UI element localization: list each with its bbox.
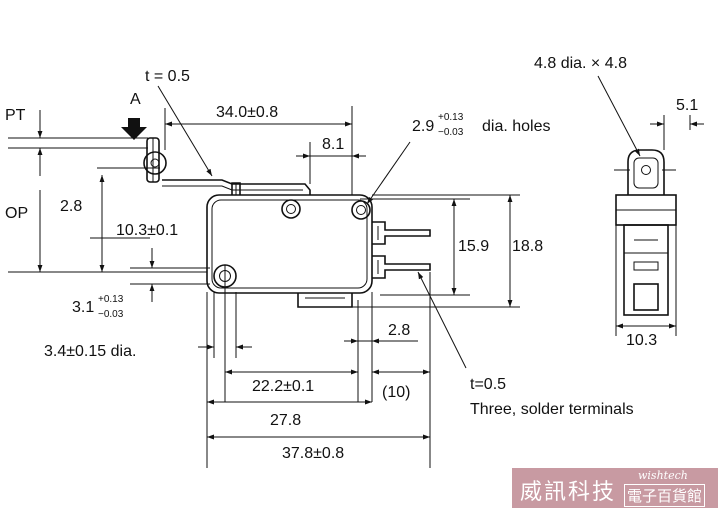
- lever-roller: [121, 118, 311, 195]
- side-view: [597, 75, 704, 336]
- right-dimensions: [352, 194, 520, 369]
- label-t-top: t = 0.5: [145, 68, 190, 85]
- watermark: [512, 468, 718, 508]
- label-t-terminal: t=0.5: [470, 376, 506, 393]
- label-dim-2-8-left: 2.8: [60, 198, 82, 215]
- label-dim-3-1: 3.1: [72, 299, 94, 316]
- bottom-dimensions: [198, 265, 431, 468]
- label-hole-base: 2.9: [412, 118, 434, 135]
- label-side-10-3: 10.3: [626, 332, 657, 349]
- left-dimensions: [8, 110, 210, 302]
- label-terminals-note: Three, solder terminals: [470, 401, 634, 418]
- dimension-labels: t = 0.5 PT A OP 34.0±0.8 8.1 2.9 +0.13 −…: [5, 55, 698, 462]
- label-hole-sup: +0.13: [438, 112, 464, 123]
- label-dim-22-2: 22.2±0.1: [252, 378, 314, 395]
- watermark-cn-left: 威訊科技: [520, 480, 617, 505]
- watermark-en: wishtech: [638, 469, 688, 482]
- label-dim-27-8: 27.8: [270, 412, 301, 429]
- label-dim-8-1: 8.1: [322, 136, 344, 153]
- label-dim-3-1-sup: +0.13: [98, 294, 124, 305]
- label-side-dia: 4.8 dia. × 4.8: [534, 55, 627, 72]
- watermark-cn-right: 電子百貨館: [624, 484, 706, 507]
- label-dim-10-3: 10.3±0.1: [116, 222, 178, 239]
- label-pt: PT: [5, 107, 26, 124]
- label-side-5-1: 5.1: [676, 97, 698, 114]
- label-a: A: [130, 91, 141, 108]
- label-dim-3-1-sub: −0.03: [98, 309, 124, 320]
- switch-body: [206, 182, 373, 308]
- label-hole-sub: −0.03: [438, 127, 464, 138]
- label-dim-15-9: 15.9: [458, 238, 489, 255]
- terminals: [372, 221, 431, 279]
- label-dim-3-4: 3.4±0.15 dia.: [44, 343, 136, 360]
- label-op: OP: [5, 205, 28, 222]
- label-dim-10-paren: (10): [382, 384, 410, 401]
- top-dimensions: [157, 85, 411, 205]
- label-dim-18-8: 18.8: [512, 238, 543, 255]
- label-hole-suffix: dia. holes: [482, 118, 551, 135]
- label-dim-2-8-right: 2.8: [388, 322, 410, 339]
- label-dim-37-8: 37.8±0.8: [282, 445, 344, 462]
- label-dim-34: 34.0±0.8: [216, 104, 278, 121]
